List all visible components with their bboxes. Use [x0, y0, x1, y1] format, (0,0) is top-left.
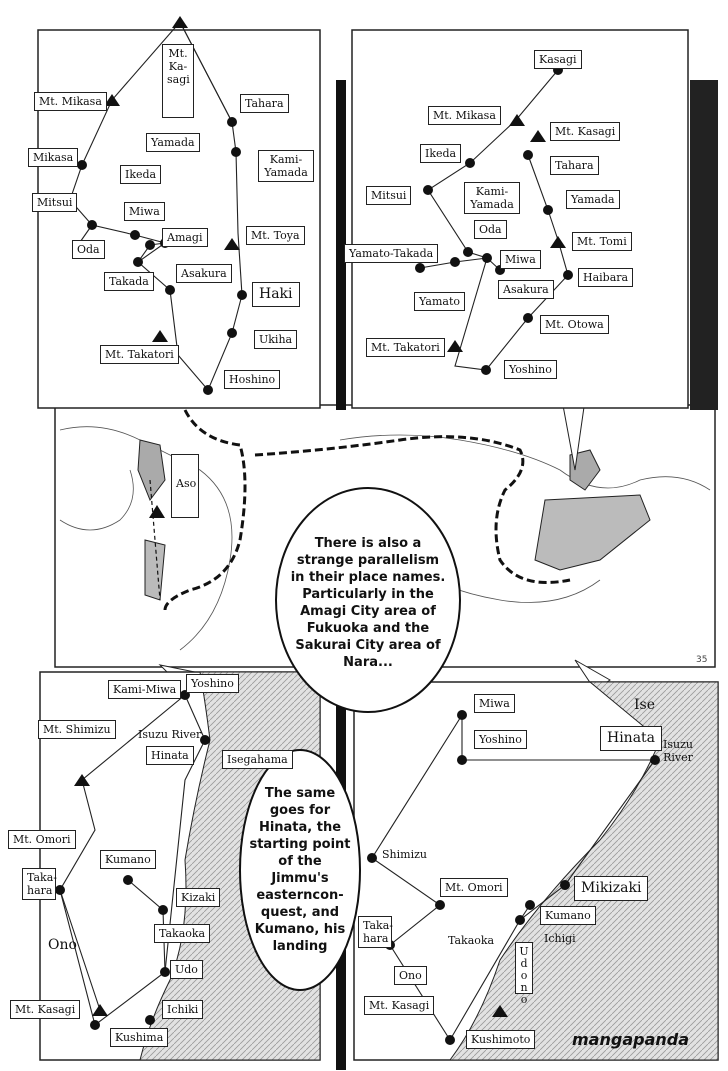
- speech-bubble-top: There is also a strange parallelism in t…: [288, 518, 448, 688]
- label-isuzu-river-br: Isuzu River: [663, 738, 693, 764]
- label-yamada-nara: Yamada: [566, 190, 620, 209]
- label-ichiki: Ichiki: [162, 1000, 204, 1019]
- label-yoshino-nara: Yoshino: [504, 360, 557, 379]
- label-ikeda: Ikeda: [120, 165, 162, 184]
- label-kumano-br: Kumano: [540, 906, 596, 925]
- label-ichigi: Ichigi: [544, 932, 576, 945]
- label-kasagi: Kasagi: [534, 50, 582, 69]
- label-mt-kasagi-bl: Mt. Kasagi: [10, 1000, 81, 1019]
- label-miwa: Miwa: [124, 202, 165, 221]
- label-kushimoto: Kushimoto: [466, 1030, 536, 1049]
- label-mt-takatori-nara: Mt. Takatori: [366, 338, 445, 357]
- label-mt-kasagi-br: Mt. Kasagi: [364, 996, 435, 1015]
- route-east: [254, 435, 571, 584]
- label-oda: Oda: [72, 240, 105, 259]
- label-haki: Haki: [252, 282, 300, 307]
- label-mt-mikasa: Mt. Mikasa: [34, 92, 107, 111]
- label-mt-omori-br: Mt. Omori: [440, 878, 508, 897]
- label-yoshino-bl: Yoshino: [186, 674, 239, 693]
- label-isegahama: Isegahama: [222, 750, 293, 769]
- label-aso: Aso: [171, 454, 199, 518]
- label-amagi: Amagi: [162, 228, 208, 247]
- label-ono-bl: Ono: [48, 937, 77, 953]
- label-yamato-takada: Yamato-Takada: [344, 244, 439, 263]
- page-number: 35: [696, 655, 708, 665]
- label-kizaki: Kizaki: [176, 888, 221, 907]
- label-hinata-bl: Hinata: [146, 746, 194, 765]
- label-ukiha: Ukiha: [254, 330, 298, 349]
- label-mt-omori-bl: Mt. Omori: [8, 830, 76, 849]
- label-asakura: Asakura: [176, 264, 232, 283]
- label-hoshino: Hoshino: [224, 370, 281, 389]
- label-shimizu: Shimizu: [382, 848, 427, 861]
- label-ono-br: Ono: [394, 966, 427, 985]
- route-kyushu: [163, 409, 247, 611]
- label-tahara: Tahara: [240, 94, 289, 113]
- label-mikizaki: Mikizaki: [574, 876, 649, 901]
- label-yamada: Yamada: [146, 133, 200, 152]
- region-fukuoka: [137, 439, 166, 502]
- label-taka-hara-bl: Taka-hara: [22, 868, 57, 900]
- label-oda-nara: Oda: [474, 220, 507, 239]
- label-tahara-nara: Tahara: [550, 156, 599, 175]
- label-takaoka-br: Takaoka: [448, 934, 495, 947]
- label-hinata-br: Hinata: [600, 726, 663, 751]
- label-udono: Udono: [515, 942, 533, 1006]
- label-kami-miwa: Kami-Miwa: [108, 680, 182, 699]
- label-miwa-nara: Miwa: [500, 250, 541, 269]
- watermark-logo: mangapanda: [572, 1030, 689, 1049]
- aso-mountain-icon: [149, 505, 165, 518]
- label-mt-shimizu: Mt. Shimizu: [38, 720, 116, 739]
- speech-text-top: There is also a strange parallelism in t…: [290, 536, 446, 670]
- label-takaoka-bl: Takaoka: [154, 924, 211, 943]
- label-kushima: Kushima: [110, 1028, 169, 1047]
- label-isuzu-river-bl: Isuzu River: [138, 728, 202, 741]
- speech-bubble-bottom-shape: [239, 749, 361, 991]
- label-haibara: Haibara: [578, 268, 634, 287]
- label-mt-kasagi-nara: Mt. Kasagi: [550, 122, 621, 141]
- label-kumano-bl: Kumano: [100, 850, 156, 869]
- label-ise: Ise: [634, 697, 655, 713]
- label-miwa-br: Miwa: [474, 694, 515, 713]
- label-takada: Takada: [104, 272, 154, 291]
- label-mt-toya: Mt. Toya: [246, 226, 305, 245]
- label-kami-yamada-nara: Kami-Yamada: [464, 182, 520, 214]
- label-mt-takatori: Mt. Takatori: [100, 345, 179, 364]
- label-kami-yamada: Kami-Yamada: [258, 150, 314, 182]
- label-taka-hara-br: Taka-hara: [358, 916, 393, 948]
- label-asakura-nara: Asakura: [498, 280, 554, 299]
- label-yamato: Yamato: [414, 292, 465, 311]
- label-mikasa: Mikasa: [28, 148, 79, 167]
- region-nara: [569, 449, 601, 491]
- speech-bubble-top-shape: [275, 487, 461, 713]
- label-yoshino-br: Yoshino: [474, 730, 527, 749]
- label-mitsui-nara: Mitsui: [366, 186, 412, 205]
- speech-bubble-bottom: The same goes for Hinata, the starting p…: [248, 786, 352, 954]
- label-mt-otowa: Mt. Otowa: [540, 315, 609, 334]
- label-mitsui: Mitsui: [32, 193, 78, 212]
- label-mt-mikasa-nara: Mt. Mikasa: [428, 106, 501, 125]
- label-ikeda-nara: Ikeda: [420, 144, 462, 163]
- label-mt-ka-sagi: Mt. Ka-sagi: [162, 44, 194, 118]
- region-kii: [534, 494, 651, 571]
- label-udo: Udo: [170, 960, 203, 979]
- speech-text-bottom: The same goes for Hinata, the starting p…: [249, 786, 351, 954]
- label-mt-tomi: Mt. Tomi: [572, 232, 632, 251]
